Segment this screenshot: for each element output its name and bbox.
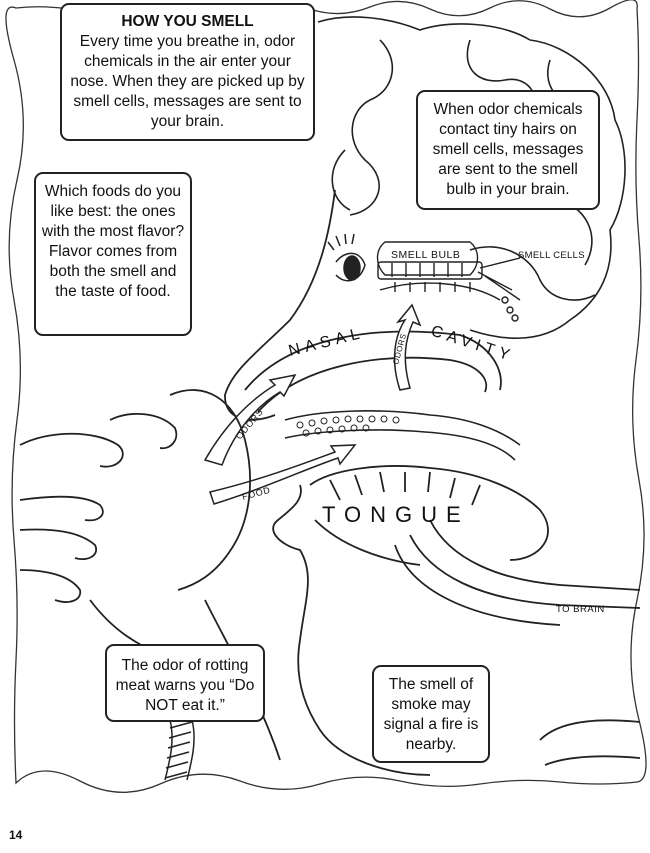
smell-bulb-label: SMELL BULB — [391, 249, 460, 261]
how-you-smell-title: HOW YOU SMELL — [121, 13, 254, 30]
page-border — [5, 0, 647, 793]
odors-arrow-left — [203, 373, 297, 466]
mouth-roof — [284, 410, 521, 461]
smoke-box: The smell of smoke may signal a fire is … — [372, 665, 490, 763]
eye-icon — [327, 233, 366, 282]
tongue-drawing — [309, 465, 641, 626]
how-you-smell-box: HOW YOU SMELL Every time you breathe in,… — [60, 3, 315, 141]
tongue-label: TONGUE — [322, 502, 470, 527]
how-you-smell-text: Every time you breathe in, odor chemical… — [70, 33, 305, 130]
smell-cells-label: SMELL CELLS — [518, 250, 585, 261]
odor-chemicals-text: When odor chemicals contact tiny hairs o… — [432, 101, 584, 198]
smell-bulb-drawing — [376, 241, 521, 322]
nasal-label: NASAL — [287, 325, 366, 360]
odor-chemicals-box: When odor chemicals contact tiny hairs o… — [416, 90, 600, 210]
rotting-meat-text: The odor of rotting meat warns you “Do N… — [115, 657, 255, 714]
odors-arrow-up — [393, 303, 422, 391]
rope-drawing — [164, 719, 195, 781]
page-number: 14 — [9, 828, 23, 842]
to-brain-label: TO BRAIN — [556, 604, 605, 615]
hand-bottom-right — [539, 719, 641, 766]
foods-box: Which foods do you like best: the ones w… — [34, 172, 192, 336]
smoke-text: The smell of smoke may signal a fire is … — [383, 676, 479, 753]
foods-text: Which foods do you like best: the ones w… — [41, 183, 185, 300]
food-arrow — [209, 444, 357, 505]
rotting-meat-box: The odor of rotting meat warns you “Do N… — [105, 644, 265, 722]
